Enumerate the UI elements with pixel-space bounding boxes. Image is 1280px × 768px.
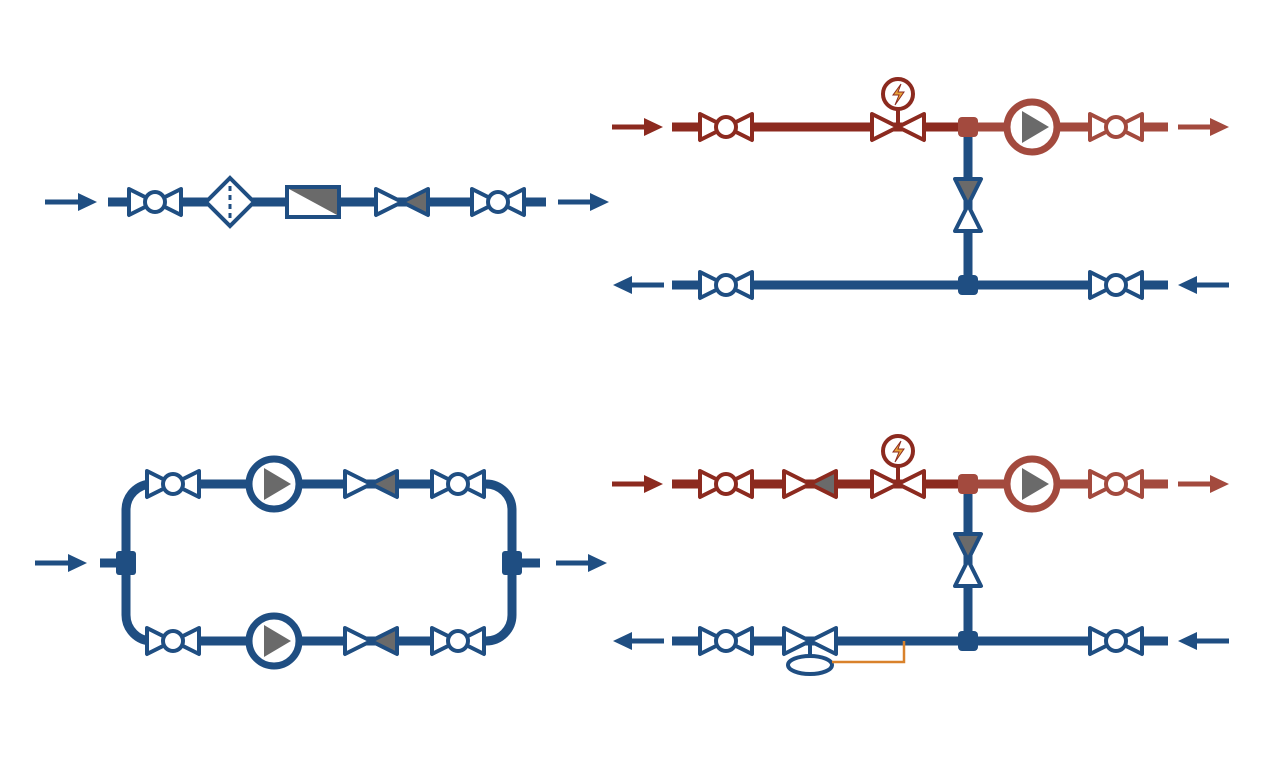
outlet-arrow-icon [558,193,609,211]
supply-tee [958,117,978,137]
circulation-pump-icon[interactable] [1003,98,1061,156]
loop-pipe [121,479,517,646]
ball-valve-icon[interactable] [430,626,486,656]
circulation-pump-icon[interactable] [1003,455,1061,513]
ball-valve-icon[interactable] [470,187,526,217]
motorized-mixing-valve-icon[interactable] [870,77,926,142]
heat-meter-icon[interactable] [285,185,341,219]
inlet-arrow-icon [45,193,97,211]
ball-valve-icon[interactable] [1088,626,1144,656]
return-inlet-arrow-icon [1178,632,1229,650]
check-valve-icon[interactable] [953,177,983,233]
motorized-mixing-valve-icon[interactable] [870,434,926,499]
supply-outlet-arrow-icon [1178,118,1229,136]
return-inlet-arrow-icon [1178,276,1229,294]
diagram-mixing-circuit-with-balancing [612,434,1229,676]
inlet-arrow-icon [35,554,87,572]
check-valve-icon[interactable] [782,469,838,499]
sensor-wire [832,641,906,664]
circulation-pump-icon[interactable] [245,612,303,670]
thermostatic-valve-icon[interactable] [782,626,838,676]
check-valve-icon[interactable] [343,469,399,499]
ball-valve-icon[interactable] [145,626,201,656]
check-valve-icon[interactable] [953,532,983,588]
ball-valve-icon[interactable] [698,469,754,499]
ball-valve-icon[interactable] [698,626,754,656]
supply-inlet-arrow-icon [612,475,663,493]
diagram-twin-pump-loop [35,455,607,670]
ball-valve-icon[interactable] [430,469,486,499]
circulation-pump-icon[interactable] [245,455,303,513]
ball-valve-icon[interactable] [698,112,754,142]
return-outlet-arrow-icon [613,276,664,294]
ball-valve-icon[interactable] [1088,112,1144,142]
supply-outlet-arrow-icon [1178,475,1229,493]
loop-tee-left [116,551,136,575]
return-tee [958,275,978,295]
ball-valve-icon[interactable] [1088,270,1144,300]
return-tee [958,631,978,651]
check-valve-icon[interactable] [374,187,430,217]
outlet-arrow-icon [556,554,607,572]
diagram-mixing-circuit [612,77,1229,300]
supply-inlet-arrow-icon [612,118,663,136]
ball-valve-icon[interactable] [698,270,754,300]
strainer-icon[interactable] [203,175,257,229]
diagram-filter-line [45,175,609,229]
ball-valve-icon[interactable] [1088,469,1144,499]
check-valve-icon[interactable] [343,626,399,656]
ball-valve-icon[interactable] [145,469,201,499]
ball-valve-icon[interactable] [127,187,183,217]
return-outlet-arrow-icon [613,632,664,650]
supply-tee [958,474,978,494]
